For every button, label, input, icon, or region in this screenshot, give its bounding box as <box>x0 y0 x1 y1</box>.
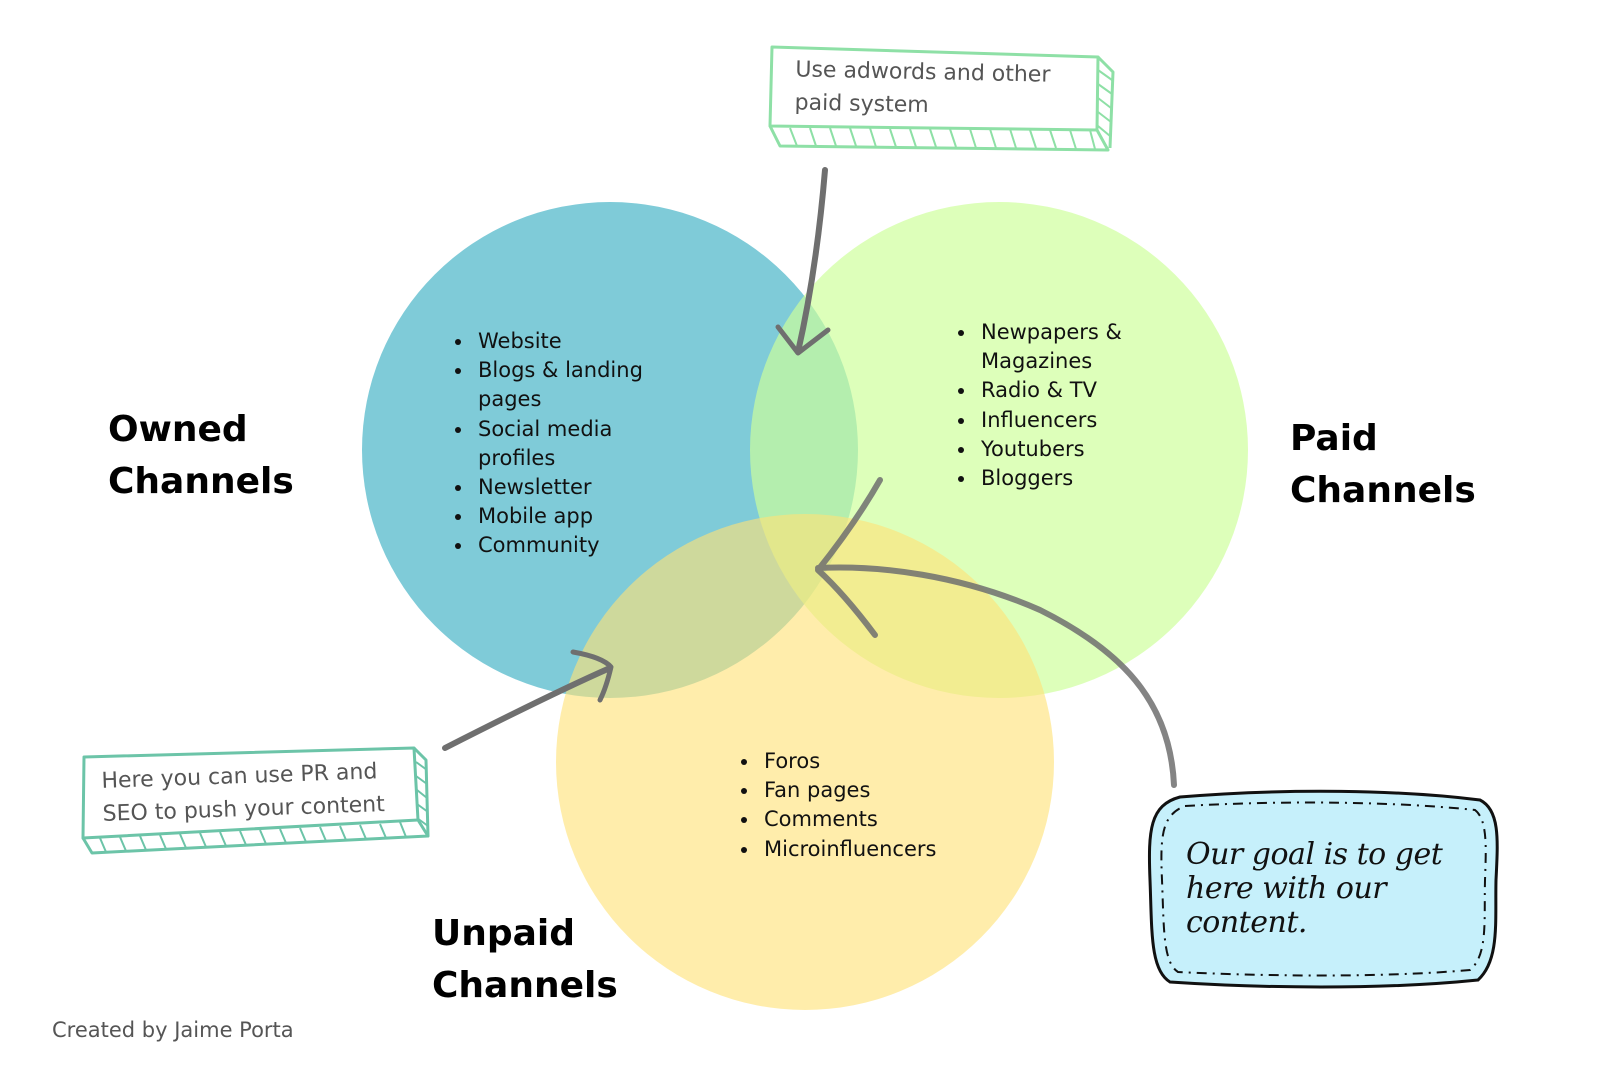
paid-channels-list: Newpapers & Magazines Radio & TV Influen… <box>955 318 1177 493</box>
goal-note-text: Our goal is to get here with our content… <box>1186 837 1443 940</box>
heading-line: Channels <box>108 461 294 502</box>
pr-note-box <box>81 746 430 855</box>
list-item: Comments <box>760 805 1000 834</box>
list-item: Newpapers & Magazines <box>977 318 1177 376</box>
list-item: Youtubers <box>977 435 1177 464</box>
list-item: Radio & TV <box>977 376 1177 405</box>
list-item: Blogs & landing pages <box>474 356 674 414</box>
arrow-right <box>815 477 1177 788</box>
paid-note-text: Use adwords and other paid system <box>794 53 1050 124</box>
note-line: Our goal is to get <box>1186 837 1443 872</box>
note-line: content. <box>1186 905 1307 940</box>
pr-note-text: Here you can use PR and SEO to push your… <box>101 755 385 831</box>
list-item: Microinfluencers <box>760 835 1000 864</box>
owned-channels-list: Website Blogs & landing pages Social med… <box>452 327 674 561</box>
arrow-left <box>442 649 614 751</box>
heading-line: Paid <box>1290 418 1378 459</box>
heading-line: Channels <box>432 965 618 1006</box>
list-item: Fan pages <box>760 776 1000 805</box>
heading-line: Channels <box>1290 470 1476 511</box>
goal-note-box <box>1147 789 1499 989</box>
note-line: Use adwords and other <box>795 57 1051 88</box>
heading-line: Owned <box>108 409 248 450</box>
unpaid-channels-list: Foros Fan pages Comments Microinfluencer… <box>738 747 1000 864</box>
arrow-top <box>775 167 831 356</box>
list-item: Social media profiles <box>474 415 674 473</box>
list-item: Foros <box>760 747 1000 776</box>
unpaid-channels-circle <box>556 514 1054 1010</box>
list-item: Newsletter <box>474 473 674 502</box>
owned-channels-heading: Owned Channels <box>108 404 294 508</box>
heading-line: Unpaid <box>432 913 576 954</box>
paid-channels-heading: Paid Channels <box>1290 413 1476 517</box>
list-item: Website <box>474 327 674 356</box>
list-item: Mobile app <box>474 502 674 531</box>
list-item: Influencers <box>977 406 1177 435</box>
unpaid-channels-heading: Unpaid Channels <box>432 908 618 1012</box>
note-line: here with our <box>1186 871 1387 906</box>
note-line: paid system <box>794 90 929 119</box>
paid-note-box <box>768 45 1115 152</box>
list-item: Bloggers <box>977 464 1177 493</box>
list-item: Community <box>474 531 674 560</box>
author-credit: Created by Jaime Porta <box>52 1018 294 1042</box>
